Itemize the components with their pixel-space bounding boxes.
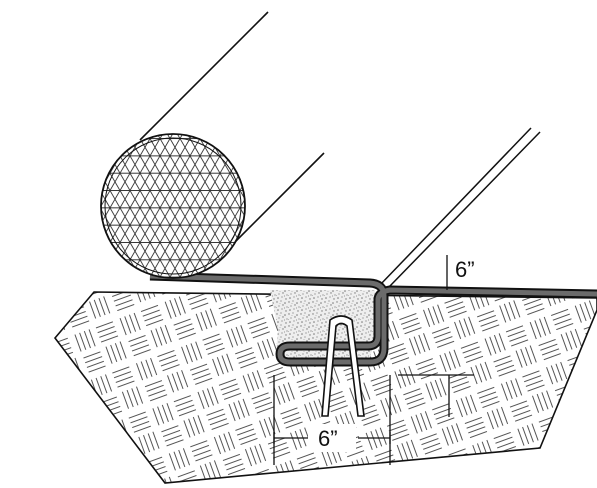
u-staple-icon bbox=[321, 315, 365, 417]
liner-core bbox=[149, 273, 597, 365]
bottom-label-bg bbox=[308, 424, 356, 452]
pipe-roll bbox=[100, 133, 246, 279]
slope-blanket bbox=[379, 127, 541, 288]
dimension-lines bbox=[273, 255, 474, 465]
top-dimension-label: 6” bbox=[455, 257, 475, 282]
blanket-roll-lines bbox=[139, 11, 325, 246]
bottom-dimension-label: 6” bbox=[318, 426, 338, 451]
